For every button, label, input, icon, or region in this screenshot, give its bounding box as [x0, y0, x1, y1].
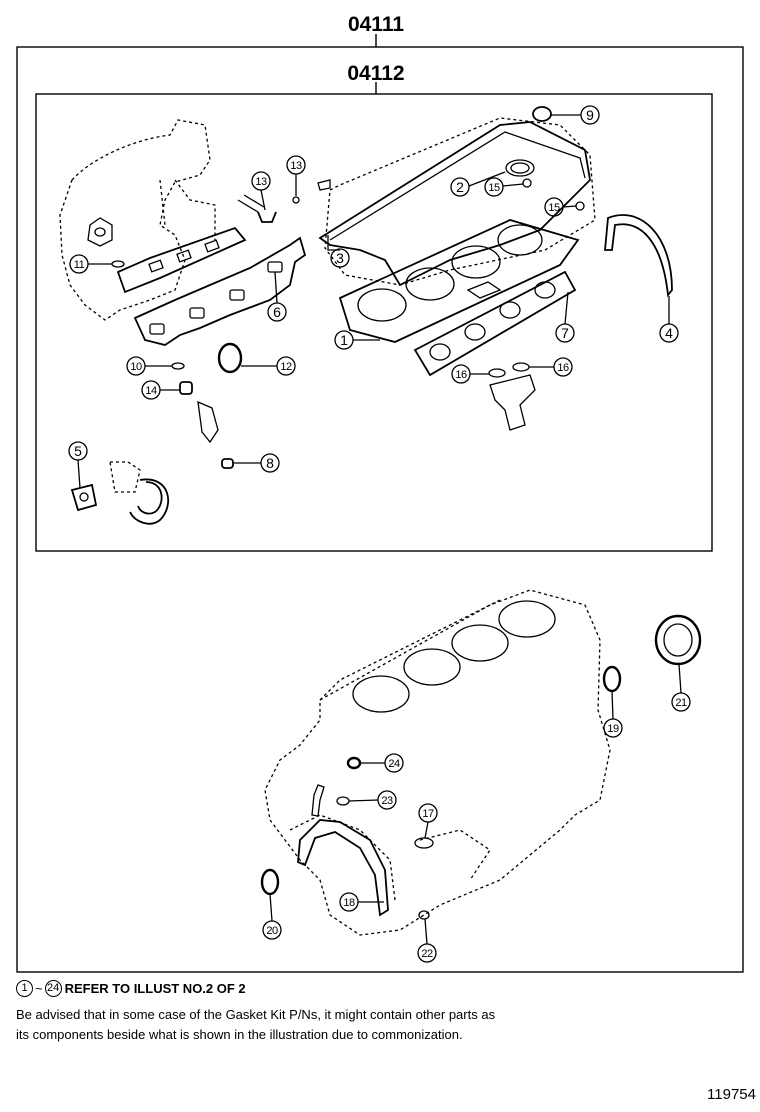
callout-9: 9 — [551, 105, 600, 125]
ring-22 — [418, 910, 430, 920]
advisory-line-2: its components beside what is shown in t… — [16, 1027, 463, 1042]
oil-strainer-pipe — [70, 461, 169, 525]
callout-11: 11 — [69, 254, 112, 274]
refer-note: 1 ~ 24 REFER TO ILLUST NO.2 OF 2 — [16, 978, 246, 999]
callout-10: 10 — [126, 356, 172, 376]
callout-16b: 16 — [529, 357, 573, 377]
callout-8: 8 — [234, 453, 280, 473]
intake-manifold-outline — [59, 119, 216, 321]
callout-13a: 13 — [251, 171, 271, 211]
callout-1: 1 — [334, 330, 380, 350]
plug-8 — [221, 458, 234, 469]
range-end-marker: 24 — [44, 980, 62, 997]
svg-text:11: 11 — [74, 259, 85, 271]
seal-9 — [532, 106, 552, 122]
range-start-marker: 1 — [16, 980, 33, 997]
spark-plug-tube — [197, 400, 219, 444]
svg-text:6: 6 — [273, 304, 281, 320]
callout-7: 7 — [555, 291, 575, 343]
svg-text:20: 20 — [266, 925, 278, 937]
exhaust-gasket-7 — [413, 270, 577, 377]
svg-text:14: 14 — [145, 385, 157, 397]
svg-text:16: 16 — [455, 369, 467, 381]
callout-19: 19 — [603, 690, 623, 738]
bolt-parts-13 — [237, 179, 331, 223]
refer-text: REFER TO ILLUST NO.2 OF 2 — [64, 981, 246, 996]
svg-text:21: 21 — [675, 697, 687, 709]
svg-text:15: 15 — [488, 182, 500, 194]
callout-14: 14 — [141, 380, 180, 400]
gasket-17 — [414, 837, 434, 849]
advisory-line-1: Be advised that in some case of the Gask… — [16, 1007, 496, 1022]
svg-text:18: 18 — [343, 897, 355, 909]
assembly-code-04112: 04112 — [347, 62, 404, 85]
callout-4: 4 — [659, 296, 679, 343]
svg-text:2: 2 — [456, 179, 464, 195]
svg-text:15: 15 — [548, 202, 560, 214]
callout-21: 21 — [671, 663, 691, 712]
cylinder-head-cover — [318, 117, 596, 287]
svg-text:5: 5 — [74, 443, 82, 459]
assembly-frame-04111 — [16, 34, 744, 973]
svg-text:7: 7 — [561, 325, 569, 341]
svg-text:17: 17 — [422, 808, 434, 820]
exhaust-manifold-gasket — [133, 236, 307, 346]
callout-13b: 13 — [286, 155, 306, 196]
crank-seal-19 — [602, 665, 622, 693]
callout-15b: 15 — [544, 197, 577, 217]
cylinder-block-outline — [264, 589, 611, 936]
svg-text:1: 1 — [340, 332, 348, 348]
ring-10 — [171, 362, 185, 370]
callout-3: 3 — [327, 235, 350, 268]
oil-pipe-gasket — [311, 784, 325, 817]
svg-text:8: 8 — [266, 455, 274, 471]
seal-23 — [336, 796, 350, 806]
svg-text:16: 16 — [557, 362, 569, 374]
timing-cover-gasket — [604, 214, 673, 298]
callout-17: 17 — [418, 803, 438, 839]
svg-text:4: 4 — [665, 325, 673, 341]
svg-text:13: 13 — [290, 160, 302, 172]
callout-22: 22 — [417, 918, 437, 963]
illustration-number: 119754 — [707, 1086, 756, 1103]
callout-23: 23 — [348, 790, 397, 810]
callout-12: 12 — [241, 356, 296, 376]
callout-18: 18 — [339, 892, 384, 912]
svg-text:22: 22 — [421, 948, 433, 960]
callout-15a: 15 — [484, 177, 524, 197]
front-oil-seal-21 — [654, 614, 702, 666]
rear-oil-seal-retainer — [297, 819, 389, 917]
svg-text:3: 3 — [336, 250, 344, 266]
svg-text:10: 10 — [130, 361, 142, 373]
o-ring-20 — [260, 868, 280, 896]
gasket-11-ring — [111, 260, 125, 268]
assembly-frame-04112 — [35, 82, 713, 552]
callout-2: 2 — [450, 171, 506, 197]
o-ring-12 — [217, 342, 243, 374]
callout-5: 5 — [68, 441, 88, 489]
callout-6: 6 — [267, 271, 287, 322]
callout-16a: 16 — [451, 364, 489, 384]
cylinder-head-gasket — [338, 219, 580, 343]
svg-text:13: 13 — [255, 176, 267, 188]
plug-15a — [522, 178, 532, 188]
svg-text:23: 23 — [381, 795, 393, 807]
callout-20: 20 — [262, 893, 282, 940]
intake-manifold-gasket — [116, 226, 247, 294]
svg-text:9: 9 — [586, 107, 594, 123]
plug-14 — [179, 381, 193, 395]
o-ring-24 — [346, 756, 362, 770]
svg-text:24: 24 — [388, 758, 400, 770]
water-outlet-16 — [488, 362, 536, 431]
plug-15b — [575, 201, 585, 211]
range-tilde: ~ — [35, 981, 43, 996]
callout-24: 24 — [360, 753, 404, 773]
svg-text:19: 19 — [607, 723, 619, 735]
gasket-kit-diagram: 04111 04112 — [16, 13, 744, 973]
assembly-code-04111: 04111 — [348, 13, 404, 36]
svg-text:12: 12 — [280, 361, 292, 373]
